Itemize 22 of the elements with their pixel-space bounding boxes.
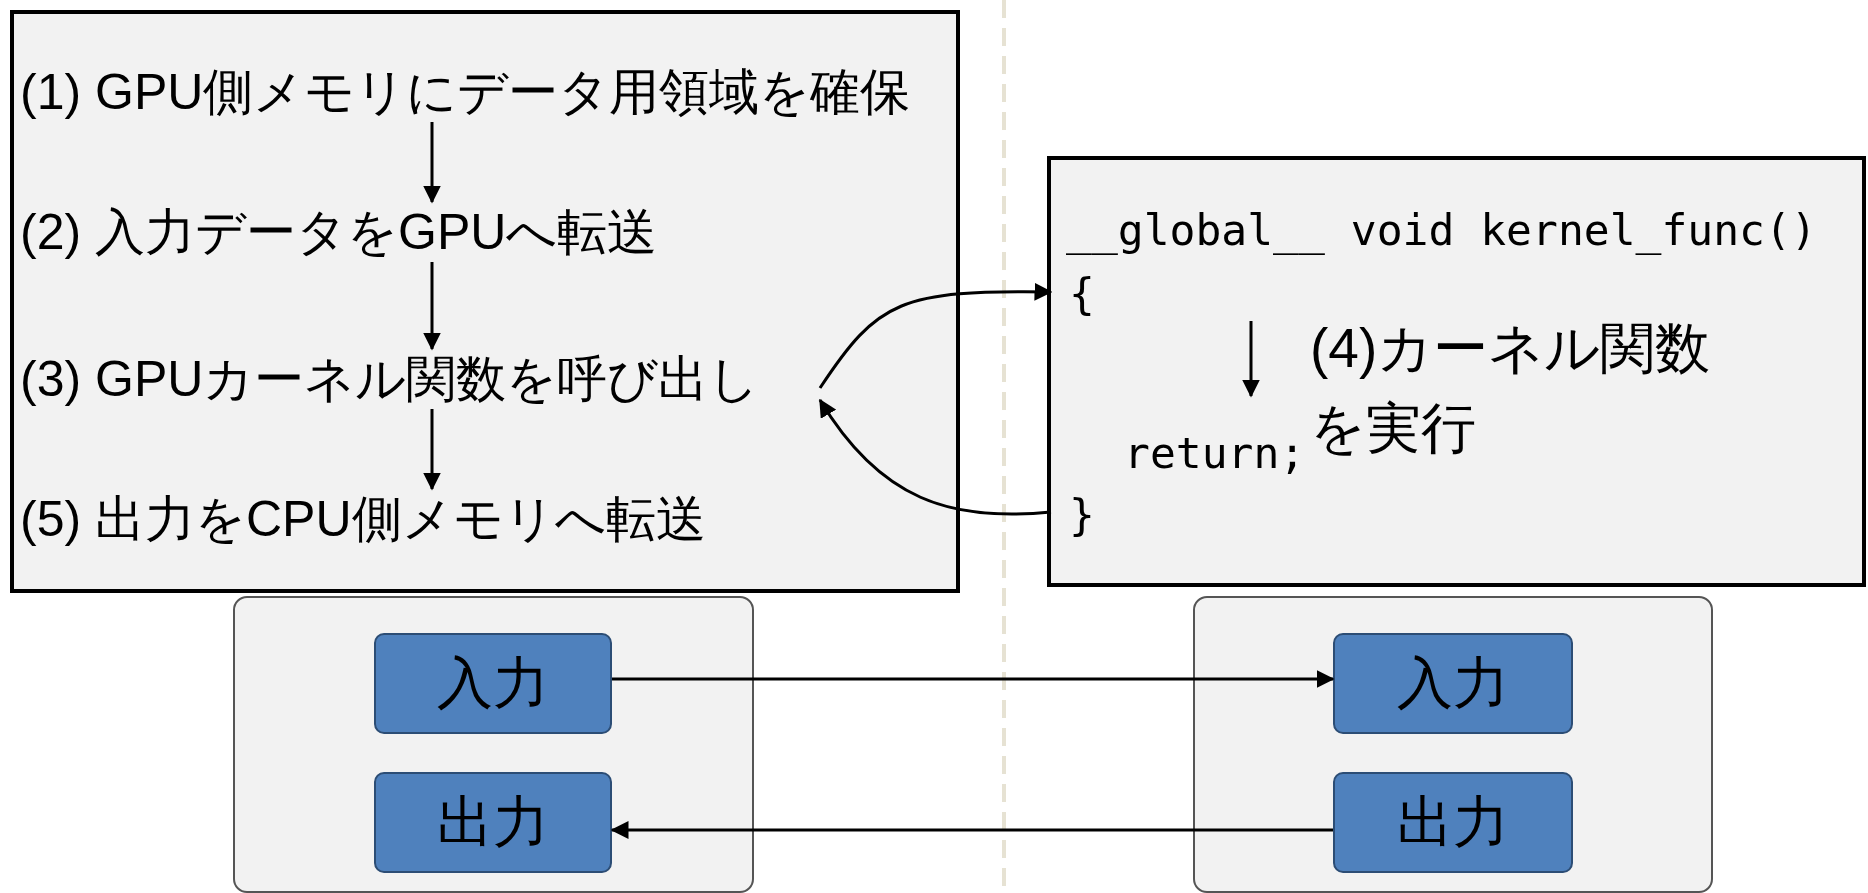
step-text: (3) GPUカーネル関数を呼び出し — [20, 349, 820, 409]
step-text: (2) 入力データをGPUへ転送 — [20, 202, 920, 262]
arrow — [818, 398, 1052, 516]
code-line: { — [1051, 269, 1301, 319]
memory-panel — [1193, 596, 1713, 893]
data-box: 出力 — [1333, 772, 1573, 873]
step-text: (5) 出力をCPU側メモリへ転送 — [20, 489, 920, 549]
arrow — [612, 670, 1335, 688]
code-line: __global__ void kernel_func() — [1066, 205, 1856, 255]
arrow — [610, 821, 1333, 839]
arrow — [423, 409, 441, 491]
data-box: 出力 — [374, 772, 612, 873]
code-line: } — [1051, 490, 1131, 540]
step-text: (1) GPU側メモリにデータ用領域を確保 — [20, 62, 920, 122]
arrow — [423, 262, 441, 351]
arrow — [423, 122, 441, 204]
code-panel — [1047, 156, 1866, 587]
data-box: 入力 — [374, 633, 612, 734]
memory-panel — [233, 596, 754, 893]
data-box: 入力 — [1333, 633, 1573, 734]
arrow — [818, 282, 1053, 389]
process-panel — [10, 10, 960, 593]
